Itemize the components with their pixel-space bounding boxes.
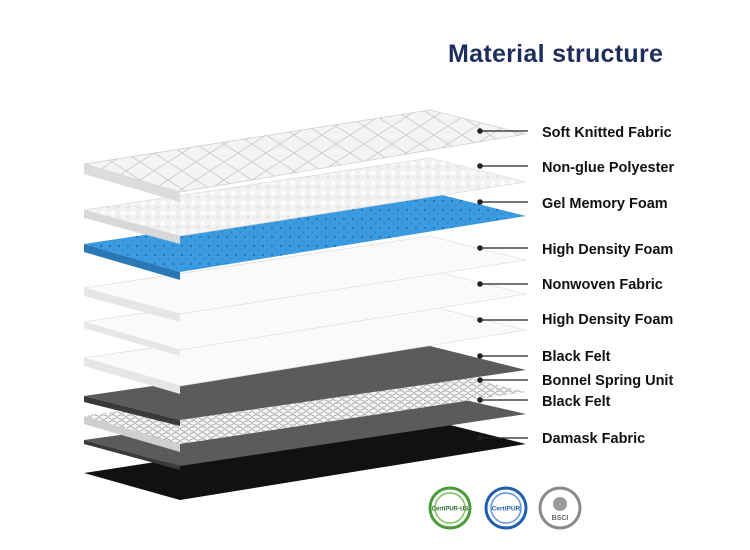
label-high-density-foam-1: High Density Foam	[542, 242, 674, 258]
bsci-badge-icon: BSCI	[538, 486, 582, 530]
layer-high-density-foam-1	[83, 235, 527, 322]
certipur-badge-icon: CertiPUR	[484, 486, 528, 530]
svg-text:CertiPUR-US: CertiPUR-US	[432, 507, 469, 513]
label-non-glue-polyester: Non-glue Polyester	[542, 160, 675, 176]
svg-text:CertiPUR: CertiPUR	[492, 506, 521, 513]
layer-damask-fabric	[84, 420, 526, 500]
label-bonnel-spring-unit: Bonnel Spring Unit	[542, 373, 674, 389]
label-gel-memory-foam: Gel Memory Foam	[542, 196, 668, 212]
layer-gel-memory-foam	[84, 192, 526, 280]
label-nonwoven-fabric: Nonwoven Fabric	[542, 277, 663, 293]
certipur-us-badge-icon: CertiPUR-US	[428, 486, 472, 530]
svg-text:BSCI: BSCI	[552, 515, 569, 522]
layer-black-felt-top	[84, 346, 526, 426]
diagram-title: Material structure	[448, 40, 664, 68]
label-high-density-foam-2: High Density Foam	[542, 312, 674, 328]
layer-non-glue-polyester	[83, 157, 527, 244]
leader-lines	[477, 128, 528, 441]
layer-soft-knitted-fabric	[83, 109, 527, 202]
layer-black-felt-bottom	[84, 392, 526, 470]
label-damask-fabric: Damask Fabric	[542, 431, 646, 447]
label-soft-knitted-fabric: Soft Knitted Fabric	[542, 125, 672, 141]
label-black-felt-top: Black Felt	[542, 349, 611, 365]
label-black-felt-bottom: Black Felt	[542, 394, 611, 410]
layer-bonnel-spring-unit	[84, 368, 526, 452]
